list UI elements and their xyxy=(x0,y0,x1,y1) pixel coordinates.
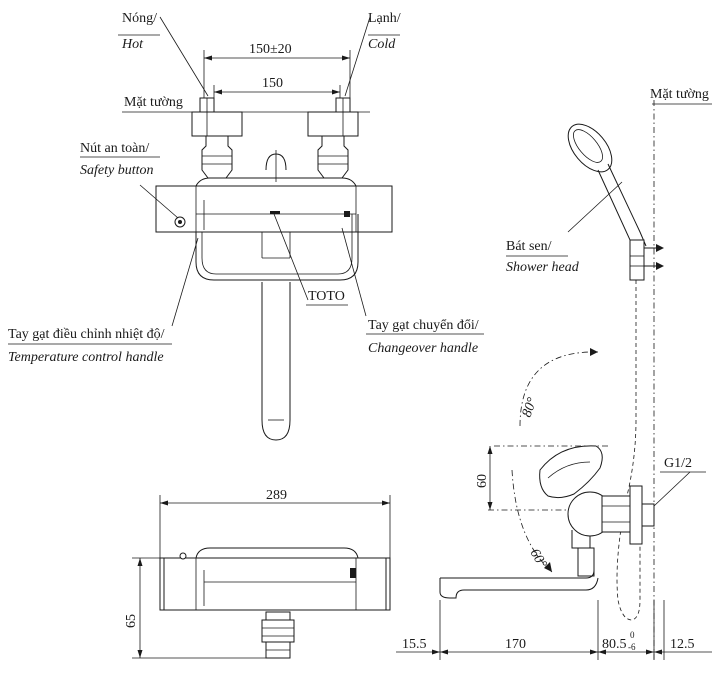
shower-head xyxy=(560,116,621,179)
changeover-handle-loop xyxy=(196,214,358,280)
front-view xyxy=(8,17,484,440)
arc-60 xyxy=(512,470,552,572)
safety-label-vi: Nút an toàn/ xyxy=(80,141,149,156)
arc-80 xyxy=(520,352,598,426)
brand-leader xyxy=(274,214,308,300)
changeover-leader xyxy=(342,228,366,316)
brand-label: TOTO xyxy=(308,289,345,304)
dim-80-5-sub: -6 xyxy=(628,642,636,652)
side-view xyxy=(396,100,712,660)
dim-289: 289 xyxy=(266,488,287,503)
dim-80-5: 80.5 xyxy=(602,637,627,652)
shower-label-vi: Bát sen/ xyxy=(506,239,552,254)
shower-leader xyxy=(568,182,622,232)
hot-label-en: Hot xyxy=(121,37,144,52)
cold-label-en: Cold xyxy=(368,37,396,52)
spout-outlet xyxy=(262,620,294,642)
wall-flange xyxy=(630,486,642,544)
dim-15-5: 15.5 xyxy=(402,637,427,652)
thread-leader xyxy=(654,472,690,506)
dim-60: 60 xyxy=(475,474,490,488)
changeover-label-vi: Tay gạt chuyển đổi/ xyxy=(368,318,479,333)
hot-label-vi: Nóng/ xyxy=(122,11,157,26)
safety-leader xyxy=(140,185,178,218)
dim-150-20: 150±20 xyxy=(249,42,292,57)
spout-side-top xyxy=(440,570,594,578)
spout-pipe xyxy=(262,282,290,440)
cold-label-vi: Lạnh/ xyxy=(368,11,401,26)
body-bottom xyxy=(160,558,390,610)
angle-80: 80° xyxy=(520,395,541,419)
hot-escutcheon xyxy=(192,112,242,136)
changeover-label-en: Changeover handle xyxy=(368,341,478,356)
shower-hose xyxy=(617,280,640,620)
cold-elbow xyxy=(318,136,348,178)
hot-leader xyxy=(160,17,208,96)
dim-80-5-sup: 0 xyxy=(630,630,635,640)
temp-label-en: Temperature control handle xyxy=(8,350,164,365)
dim-12-5: 12.5 xyxy=(670,637,695,652)
cold-leader xyxy=(345,17,370,96)
dim-65: 65 xyxy=(124,614,139,628)
dim-150: 150 xyxy=(262,76,283,91)
bottom-view xyxy=(132,495,390,658)
shower-holder xyxy=(630,240,644,280)
lever-handle xyxy=(540,446,603,498)
spout-side-bottom xyxy=(440,578,598,598)
wall-label-side: Mặt tường xyxy=(650,87,709,102)
safety-label-en: Safety button xyxy=(80,163,154,178)
temp-handle-leader xyxy=(172,238,198,326)
cold-escutcheon xyxy=(308,112,358,136)
wall-label-front: Mặt tường xyxy=(124,95,183,110)
temp-label-vi: Tay gạt điều chỉnh nhiệt độ/ xyxy=(8,327,165,342)
mixer-body xyxy=(156,186,392,232)
shower-label-en: Shower head xyxy=(506,260,580,275)
thread-label: G1/2 xyxy=(664,456,692,471)
hot-elbow xyxy=(202,136,232,178)
dim-170: 170 xyxy=(505,637,526,652)
